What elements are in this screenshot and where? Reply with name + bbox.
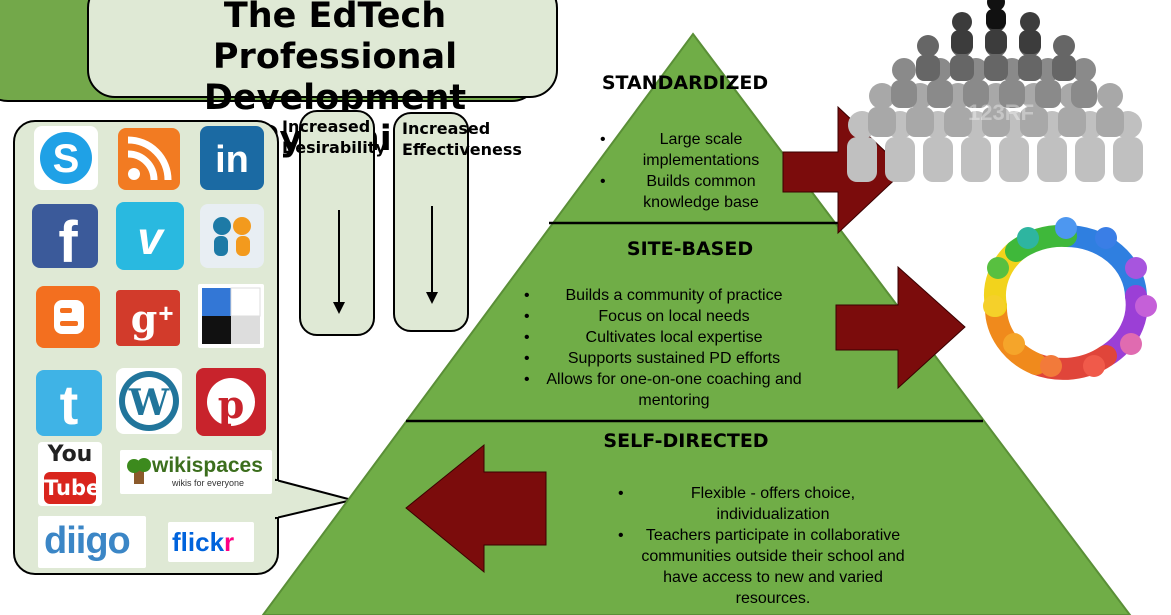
wikispaces-wordmark: wikispaces [152, 454, 263, 477]
desirability-column [299, 110, 375, 336]
slideshare-icon [200, 204, 264, 268]
tier-standardized-title: STANDARDIZED [601, 72, 769, 94]
tier-site-based-bullet-3-text: Cultivates local expertise [585, 329, 763, 346]
tier-self-directed-bullet-2: Teachers participate in collaborative co… [618, 525, 928, 609]
blogger-icon [36, 286, 100, 348]
svg-text:S: S [53, 137, 80, 181]
desirability-label: Increased Desirability [282, 116, 386, 158]
crowd-people [847, 0, 1143, 182]
desirability-label-line-1: Increased [282, 117, 371, 136]
skype-icon: S [34, 126, 98, 190]
tier-site-based-bullet-5: Allows for one-on-one coaching and mento… [524, 369, 824, 411]
title-box [87, 0, 558, 98]
flickr-icon: flickr [168, 522, 254, 562]
crowd-image [847, 0, 1143, 182]
wikispaces-tagline: wikis for everyone [172, 478, 245, 488]
tier-site-based-bullet-3: Cultivates local expertise [524, 327, 824, 348]
tier-site-based-bullet-2-text: Focus on local needs [598, 308, 750, 325]
svg-text:W: W [128, 382, 170, 424]
twitter-icon: t [36, 370, 102, 436]
rss-icon [118, 128, 180, 190]
tier-site-based-bullet-1: Builds a community of practice [524, 285, 824, 306]
svg-text:p: p [218, 382, 245, 427]
svg-text:t: t [60, 373, 79, 436]
effectiveness-label: Increased Effectiveness [402, 118, 522, 160]
tier-site-based-title: SITE-BASED [626, 238, 754, 260]
svg-text:f: f [58, 210, 78, 268]
callout-pointer [270, 478, 353, 520]
right-arrow-standardized [782, 105, 906, 235]
effectiveness-label-line-2: Effectiveness [402, 140, 522, 159]
right-arrow-site-based [835, 265, 966, 390]
tier-site-based-bullet-5-text: Allows for one-on-one coaching and mento… [546, 371, 802, 409]
flickr-wordmark: flickr [172, 527, 234, 558]
svg-text:in: in [215, 139, 249, 181]
tier-site-based-bullets: Builds a community of practice Focus on … [524, 285, 824, 411]
youtube-icon: You Tube [38, 442, 102, 506]
tier-standardized-bullet-2: Builds common knowledge base [600, 171, 790, 213]
diigo-icon: diigo [38, 516, 146, 568]
tier-standardized-bullet-1: Large scale implementations [600, 129, 790, 171]
tier-self-directed-bullet-2-text: Teachers participate in collaborative co… [641, 527, 905, 607]
facebook-icon: f [32, 204, 98, 268]
tier-self-directed-title: SELF-DIRECTED [603, 430, 769, 452]
flickr-wordmark-blue: flick [172, 527, 225, 557]
tier-site-based-bullet-1-text: Builds a community of practice [565, 287, 783, 304]
tier-standardized-bullets: Large scale implementations Builds commo… [600, 129, 790, 213]
tier-self-directed-bullets: Flexible - offers choice, individualizat… [618, 483, 928, 609]
youtube-logo-bottom: Tube [44, 472, 100, 504]
left-arrow-self-directed [405, 443, 547, 574]
svg-text:g: g [131, 296, 158, 341]
tier-site-based-bullet-4-text: Supports sustained PD efforts [567, 350, 781, 367]
desirability-down-arrow [333, 210, 345, 314]
tier-standardized-bullet-1-text: Large scale implementations [642, 131, 760, 169]
effectiveness-label-line-1: Increased [402, 119, 491, 138]
tier-site-based-bullet-4: Supports sustained PD efforts [524, 348, 824, 369]
delicious-icon [198, 284, 264, 348]
diigo-wordmark: diigo [44, 520, 131, 562]
youtube-logo-top: You [47, 442, 93, 467]
wordpress-icon: W [116, 368, 182, 434]
watermark: 123RF [968, 100, 1035, 125]
desirability-label-line-2: Desirability [282, 138, 386, 157]
wikispaces-icon: wikispaces wikis for everyone [120, 450, 272, 494]
tier-self-directed-bullet-1-text: Flexible - offers choice, individualizat… [690, 485, 856, 523]
linkedin-icon: in [200, 126, 264, 190]
page-title-line-1: The EdTech Professional [212, 0, 458, 77]
tier-self-directed-bullet-1: Flexible - offers choice, individualizat… [618, 483, 928, 525]
svg-text:+: + [158, 298, 173, 328]
tier-site-based-bullet-2: Focus on local needs [524, 306, 824, 327]
tier-standardized-bullet-2-text: Builds common knowledge base [643, 173, 759, 211]
collaboration-ring-image [983, 217, 1157, 380]
svg-text:v: v [137, 212, 165, 264]
effectiveness-down-arrow [426, 206, 438, 304]
pinterest-icon: p [196, 368, 266, 436]
google-plus-icon: g+ [116, 290, 180, 346]
vimeo-icon: v [116, 202, 184, 270]
flickr-wordmark-pink: r [224, 527, 235, 557]
